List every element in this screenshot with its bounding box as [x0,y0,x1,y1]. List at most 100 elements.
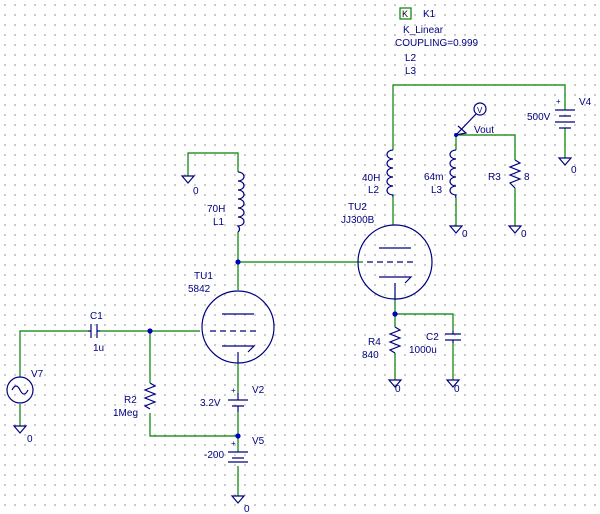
r2-value: 1Meg [113,408,138,419]
ground-label: 0 [521,229,527,240]
capacitor-plates [90,324,98,338]
ground-symbol: 0 [180,175,199,197]
ground-icon [387,379,403,388]
vout-probe[interactable]: V Vout [454,102,494,137]
ground-label: 0 [193,186,199,197]
coupling-value: COUPLING=0.999 [395,38,479,49]
battery-plates [228,399,248,407]
v4-plus: + [556,97,561,106]
wire-tu2-cathode [394,300,454,331]
ac-source-circle [6,376,34,404]
ground-label: 0 [454,384,460,395]
r4-ref: R4 [368,337,381,348]
wire-v7-c1 [19,330,88,377]
l3-ref: L3 [431,185,443,196]
r2-ref: R2 [124,395,137,406]
cathode [379,276,413,284]
sine-icon [11,385,29,395]
cathode [222,345,256,353]
ground-icon [230,495,246,504]
probe-letter: V [477,106,483,115]
v2-ref: V2 [252,385,265,396]
ground-symbol: 0 [448,225,468,240]
inductor-l3[interactable]: 64m L3 [424,149,457,199]
battery-plates [555,109,575,129]
ground-icon [12,425,28,434]
c2-ref: C2 [426,332,439,343]
tu2-value: JJ300B [341,215,375,226]
inductor-coil [449,149,457,199]
triode-tu1[interactable]: TU1 5842 [188,271,275,364]
l2-value: 40H [362,173,380,184]
c2-value: 1000u [409,345,437,356]
resistor-r2[interactable]: R2 1Meg [113,382,157,419]
v5-value: -200 [204,450,224,461]
ground-label: 0 [571,165,577,176]
wires [19,84,566,496]
ground-symbol: 0 [230,495,250,514]
capacitor-c2[interactable]: C2 1000u [409,331,461,356]
c1-ref: C1 [90,311,103,322]
ground-label: 0 [462,229,468,240]
inductor-coil [236,171,245,233]
probe-line [455,113,477,136]
tu2-ref: TU2 [348,202,367,213]
r3-value: 8 [524,172,530,183]
ground-icon [557,157,573,166]
junction-dot [147,328,153,334]
ground-icon [507,225,523,234]
junction-dot [235,433,241,439]
battery-plates [228,451,248,463]
inductor-coil [386,149,394,198]
coupling-inductor-b: L3 [405,66,417,77]
ground-icon [448,225,464,234]
l1-ref: L1 [213,217,225,228]
net-node [454,133,458,137]
wire-r2-bottom [149,413,238,437]
resistor-r4[interactable]: R4 840 [362,326,402,361]
v5-ref: V5 [252,436,265,447]
ground-icon [180,175,196,184]
l1-value: 70H [207,204,225,215]
inductor-l1[interactable]: 70H L1 [207,171,245,233]
capacitor-c1[interactable]: C1 1u [88,311,104,354]
source-v4[interactable]: + V4 500V [527,97,592,129]
resistor-zigzag [388,326,402,354]
v4-ref: V4 [579,97,592,108]
triode-tu2[interactable]: TU2 JJ300B [341,202,433,300]
net-flag-icon [455,125,468,136]
ground-symbol: 0 [12,425,33,445]
coupling-icon [399,7,412,20]
c1-value: 1u [93,343,104,354]
junctions [147,259,398,439]
voltage-probe-icon [473,102,487,116]
resistor-zigzag [508,159,522,189]
tu1-ref: TU1 [194,271,213,282]
source-v2[interactable]: + V2 3.2V [200,385,265,412]
junction-dot [235,259,241,265]
resistor-r3[interactable]: R3 8 [488,159,530,189]
v7-ref: V7 [31,369,44,380]
ground-symbol: 0 [557,157,577,176]
resistor-zigzag [143,382,157,410]
ground-symbol: 0 [445,379,461,395]
l2-ref: L2 [368,185,380,196]
tube-envelope [201,290,275,364]
wire-vout [455,134,516,160]
v2-value: 3.2V [200,398,221,409]
v2-plus: + [231,386,236,395]
coupling-k1[interactable]: K K1 K_Linear COUPLING=0.999 L2 L3 [395,7,479,77]
source-v7[interactable]: V7 [6,369,44,404]
ground-icon [445,379,461,388]
ground-symbol: 0 [387,379,403,395]
ground-symbol: 0 [507,225,527,240]
capacitor-plates [445,333,461,341]
coupling-inductor-a: L2 [405,53,417,64]
inductor-l2[interactable]: 40H L2 [362,149,394,198]
source-v5[interactable]: + V5 -200 [204,436,265,463]
ground-label: 0 [395,384,401,395]
coupling-model: K_Linear [403,25,444,36]
coupling-ref: K1 [423,9,436,20]
